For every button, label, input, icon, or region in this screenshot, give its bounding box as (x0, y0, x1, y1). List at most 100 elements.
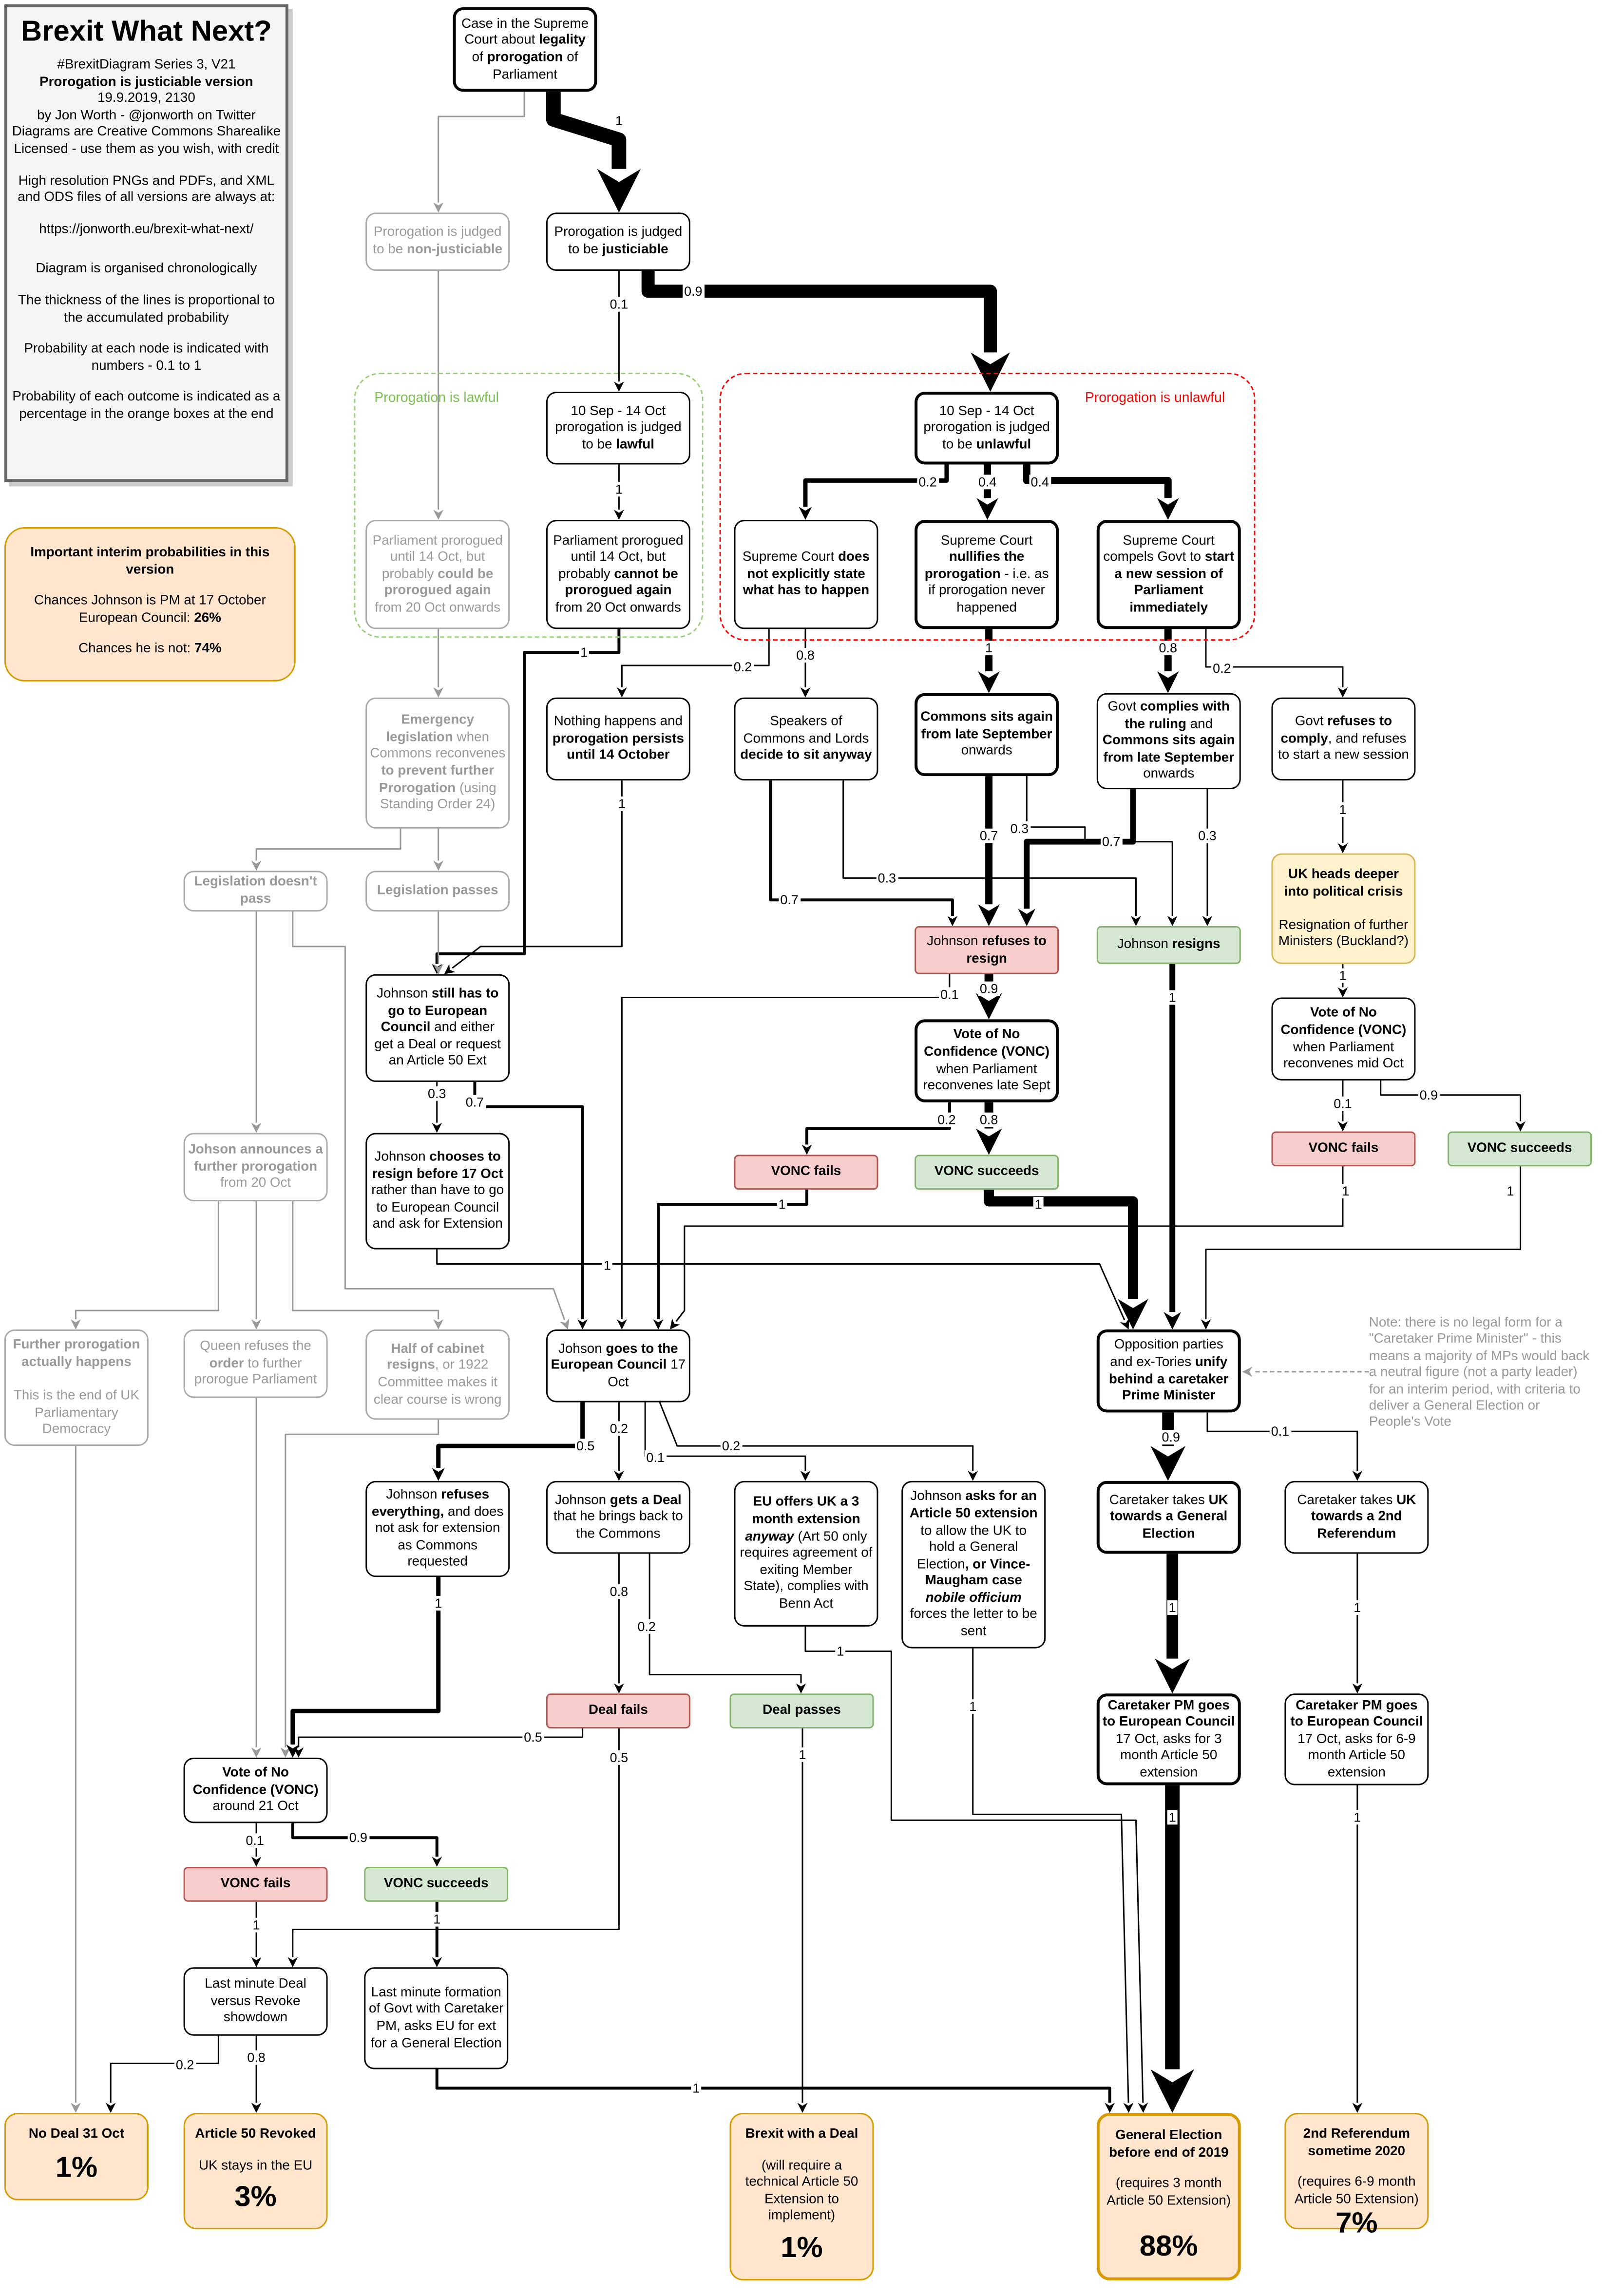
edge-arrow (972, 1648, 1134, 2113)
edge-probability-label: 1 (1337, 968, 1348, 983)
node-n41: Caretaker takes UK towards a 2nd Referen… (1284, 1480, 1429, 1554)
node-n36: Johnson refuses everything, and does not… (365, 1480, 510, 1577)
edge-probability-label: 1 (777, 1197, 787, 1212)
node-text: Caretaker takes UK towards a General Ele… (1109, 1492, 1228, 1540)
interim-probabilities-box: Important interim probabilities in this … (4, 527, 296, 682)
lawful-group-label: Prorogation is lawful (374, 390, 499, 406)
node-text: Commons sits again from late September o… (920, 709, 1053, 758)
node-text: Johnson refuses to resign (927, 933, 1047, 965)
edge-arrow (292, 911, 570, 1330)
node-text: VONC succeeds (1467, 1140, 1572, 1155)
edge-arrow (1380, 1080, 1526, 1132)
edge-arrow (1206, 1412, 1363, 1481)
edge-probability-label: 1 (613, 114, 624, 129)
node-text: Supreme Court nullifies the prorogation … (924, 532, 1049, 615)
outcome-title: General Election before end of 2019 (1108, 2127, 1229, 2159)
edge-probability-label: 1 (968, 1699, 978, 1714)
node-text: Nothing happens and prorogation persists… (552, 713, 684, 762)
node-text: Vote of No Confidence (VONC) around 21 O… (192, 1765, 319, 1814)
edge-arrow (659, 1402, 978, 1481)
node-n22: Johnson still has to go to European Coun… (365, 974, 510, 1082)
edge-probability-label: 1 (1340, 1184, 1351, 1199)
node-n35: Opposition parties and ex-Tories unify b… (1096, 1329, 1241, 1413)
edge-probability-label: 0.8 (795, 648, 816, 663)
node-n49: Last minute Deal versus Revoke showdown (183, 1967, 328, 2036)
edge-probability-label: 0.8 (608, 1584, 630, 1599)
node-text: Johnson resigns (1117, 936, 1221, 951)
node-n44: Caretaker PM goes to European Council 17… (1096, 1693, 1241, 1785)
edge-probability-label: 0.1 (244, 1833, 266, 1848)
edge-probability-label: 0.9 (978, 981, 1000, 996)
node-text: Opposition parties and ex-Tories unify b… (1108, 1337, 1229, 1403)
edge-probability-label: 1 (797, 1747, 808, 1762)
node-text: Legislation passes (377, 882, 498, 897)
node-n17: Legislation doesn't pass (183, 871, 328, 912)
edge-probability-label: 1 (984, 641, 994, 656)
node-n21: UK heads deeper into political crisis Re… (1271, 853, 1416, 964)
node-n19: Johnson refuses to resign (915, 926, 1059, 974)
edge-arrow (1026, 776, 1178, 927)
node-text: Prorogation is judged to be non-justicia… (373, 225, 503, 257)
unlawful-group-label: Prorogation is unlawful (1085, 390, 1225, 406)
node-text: Half of cabinet resigns, or 1922 Committ… (373, 1341, 502, 1406)
edge-probability-label: 0.4 (1029, 474, 1050, 490)
edge-arrow (432, 629, 621, 974)
edge-probability-label: 0.3 (876, 871, 898, 886)
edge-probability-label: 0.2 (636, 1619, 657, 1634)
node-n26: Johson announces a further prorogation f… (183, 1133, 328, 1201)
node-text: Deal passes (763, 1702, 841, 1717)
url-link[interactable]: https://jonworth.eu/brexit-what-next/ (39, 221, 254, 236)
node-text: Supreme Court compels Govt to start a ne… (1103, 532, 1235, 615)
node-n48: VONC succeeds (364, 1867, 509, 1902)
outcome-o3: Brexit with a Deal(will require a techni… (729, 2113, 874, 2280)
outcome-o5: 2nd Referendum sometime 2020(requires 6-… (1284, 2113, 1429, 2240)
edge-probability-label: 0.1 (1332, 1096, 1354, 1111)
edge-arrow (801, 1102, 951, 1155)
edge-probability-label: 0.2 (608, 1421, 630, 1436)
edge-probability-label: 0.4 (976, 474, 998, 490)
outcome-title: 2nd Referendum sometime 2020 (1303, 2126, 1410, 2158)
node-text: Caretaker PM goes to European Council 17… (1102, 1697, 1235, 1780)
edge-arrow (616, 629, 770, 698)
interim-heading: Important interim probabilities in this … (30, 544, 270, 576)
edge-probability-label: 0.2 (917, 474, 938, 490)
edge-probability-label: 1 (432, 1912, 442, 1927)
edge-arrow (251, 828, 401, 871)
edge-arrow (769, 780, 958, 927)
edge-probability-label: 1 (251, 1917, 262, 1933)
edge-probability-label: 0.2 (1211, 661, 1233, 676)
node-n16: Govt refuses to comply, and refuses to s… (1271, 697, 1416, 781)
node-text: Caretaker takes UK towards a 2nd Referen… (1297, 1492, 1416, 1540)
edge-probability-label: 0.2 (936, 1112, 957, 1127)
edge-arrow (105, 2035, 219, 2113)
edge-arrow (286, 1577, 441, 1758)
node-n29: VONC fails (1271, 1131, 1416, 1167)
edge-probability-label: 0.1 (1269, 1424, 1291, 1439)
node-n9: Supreme Court nullifies the prorogation … (915, 520, 1059, 629)
not-pm-label: Chances he is not: (78, 641, 194, 656)
node-n46: Vote of No Confidence (VONC) around 21 O… (183, 1757, 328, 1823)
edge-probability-label: 0.9 (683, 284, 704, 299)
edge-probability-label: 0.3 (1009, 821, 1030, 836)
edge-probability-label: 0.5 (574, 1439, 596, 1454)
edge-probability-label: 0.1 (939, 987, 960, 1002)
node-text: Further prorogation actually happens Thi… (13, 1337, 140, 1436)
edge-arrow (293, 1728, 584, 1758)
outcome-title: Article 50 Revoked (195, 2126, 316, 2141)
node-text: Case in the Supreme Court about legality… (461, 16, 589, 81)
node-text: Emergency legislation when Commons recon… (370, 712, 506, 812)
node-n15: Govt complies with the ruling and Common… (1096, 693, 1241, 790)
node-n39: Johnson asks for an Article 50 extension… (901, 1480, 1046, 1649)
node-n40: Caretaker takes UK towards a General Ele… (1096, 1480, 1241, 1554)
title-info-box: Brexit What Next? #BrexitDiagram Series … (4, 4, 288, 482)
node-text: Prorogation is judged to be justiciable (554, 225, 683, 257)
node-n3: Prorogation is judged to be justiciable (546, 212, 690, 271)
node-n2: Prorogation is judged to be non-justicia… (365, 212, 510, 271)
edge-probability-label: 0.5 (522, 1730, 544, 1745)
node-n31: Further prorogation actually happens Thi… (4, 1329, 149, 1446)
edge-probability-label: 0.3 (426, 1086, 448, 1101)
node-n24: Vote of No Confidence (VONC) when Parlia… (1271, 997, 1416, 1081)
outcome-percentage: 88% (1139, 2231, 1198, 2263)
